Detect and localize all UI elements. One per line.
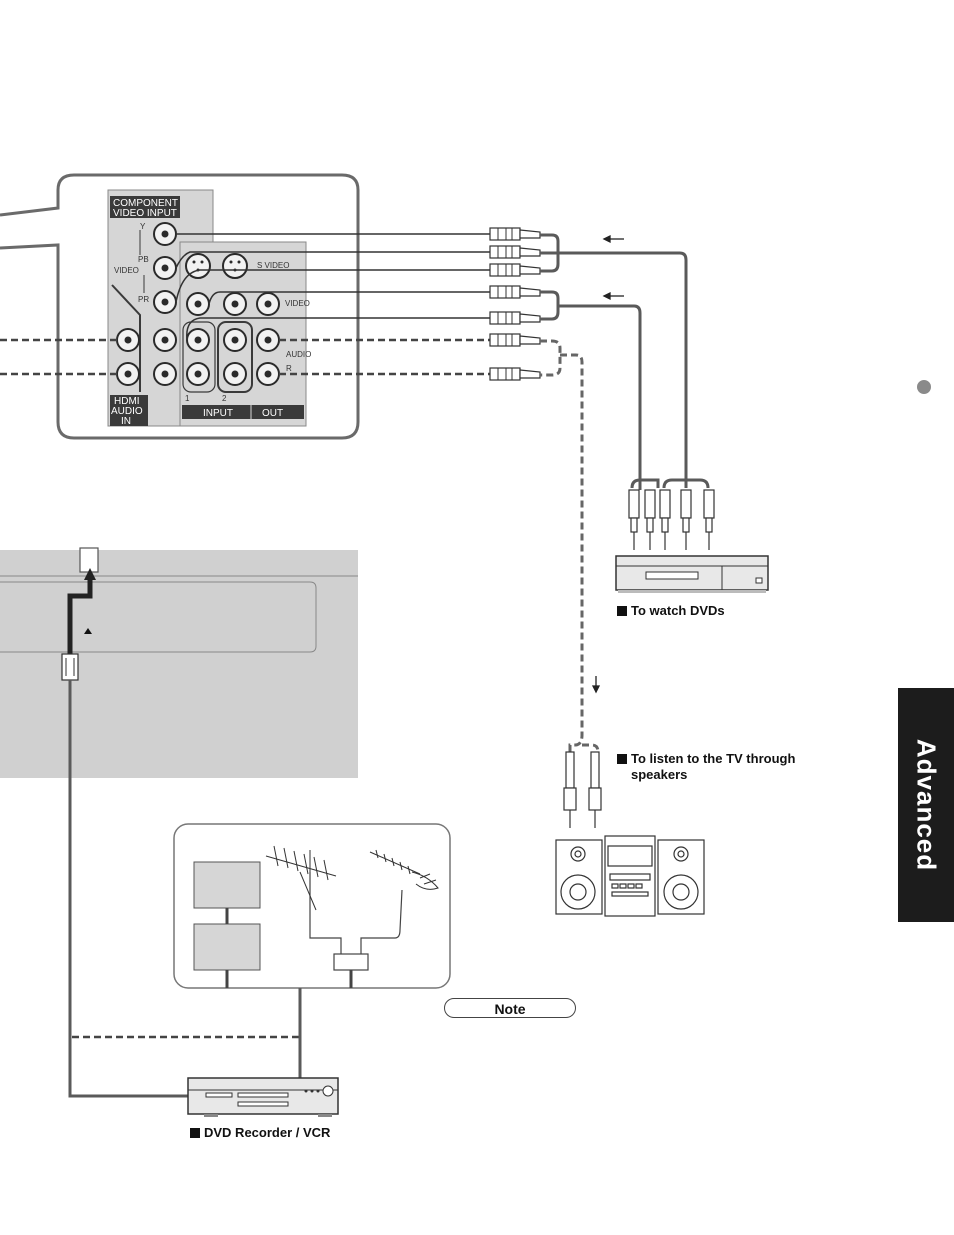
caption-recorder-text: DVD Recorder / VCR bbox=[204, 1125, 331, 1140]
caption-dvd-watch-text: To watch DVDs bbox=[631, 603, 725, 618]
component-title-line1: COMPONENT bbox=[113, 198, 178, 209]
stereo-system-icon bbox=[555, 835, 705, 917]
tv-side-panel bbox=[0, 547, 358, 778]
section-tab: Advanced bbox=[898, 688, 954, 922]
hdmi-title-line2: AUDIO bbox=[111, 406, 143, 417]
caption-recorder: DVD Recorder / VCR bbox=[190, 1125, 330, 1141]
y-label: Y bbox=[140, 222, 146, 231]
input-2-label: 2 bbox=[222, 394, 227, 403]
input-1-label: 1 bbox=[185, 394, 190, 403]
dvd-player-plugs bbox=[628, 489, 715, 550]
speaker-plugs bbox=[563, 751, 602, 828]
section-dot bbox=[917, 380, 931, 394]
pr-label: PR bbox=[138, 295, 149, 304]
s-video-label: S VIDEO bbox=[257, 261, 289, 270]
note-heading: Note bbox=[444, 998, 576, 1018]
section-tab-label: Advanced bbox=[911, 738, 942, 872]
r-label: R bbox=[286, 364, 292, 373]
dvd-component-cable bbox=[540, 233, 710, 490]
pb-label: PB bbox=[138, 255, 149, 264]
antenna-cable bbox=[61, 568, 188, 1098]
jack-svideo-2 bbox=[222, 253, 248, 279]
dvd-player-icon bbox=[615, 555, 769, 593]
caption-dvd-watch: To watch DVDs bbox=[617, 603, 725, 619]
audio-cables-dashed bbox=[0, 338, 490, 376]
input-label: INPUT bbox=[203, 408, 233, 419]
bullet-square-icon bbox=[617, 606, 627, 616]
video-label-right: VIDEO bbox=[285, 299, 310, 308]
hdmi-title-line3: IN bbox=[121, 416, 131, 427]
hdmi-title-line1: HDMI bbox=[114, 396, 140, 407]
video-label-left: VIDEO bbox=[114, 266, 139, 275]
direction-arrows bbox=[591, 234, 624, 694]
rca-plugs bbox=[489, 227, 541, 381]
av-cables bbox=[175, 233, 490, 341]
dvd-audio-dashed bbox=[540, 339, 600, 753]
antenna-callout bbox=[173, 823, 451, 989]
out-label: OUT bbox=[262, 408, 283, 419]
dvd-recorder-icon bbox=[187, 1077, 339, 1117]
caption-speakers-text: To listen to the TV through speakers bbox=[631, 751, 796, 782]
bullet-square-icon bbox=[617, 754, 627, 764]
component-title-line2: VIDEO INPUT bbox=[113, 208, 177, 219]
audio-label: AUDIO bbox=[286, 350, 311, 359]
caption-speakers: To listen to the TV through speakers bbox=[617, 751, 827, 783]
bullet-square-icon bbox=[190, 1128, 200, 1138]
